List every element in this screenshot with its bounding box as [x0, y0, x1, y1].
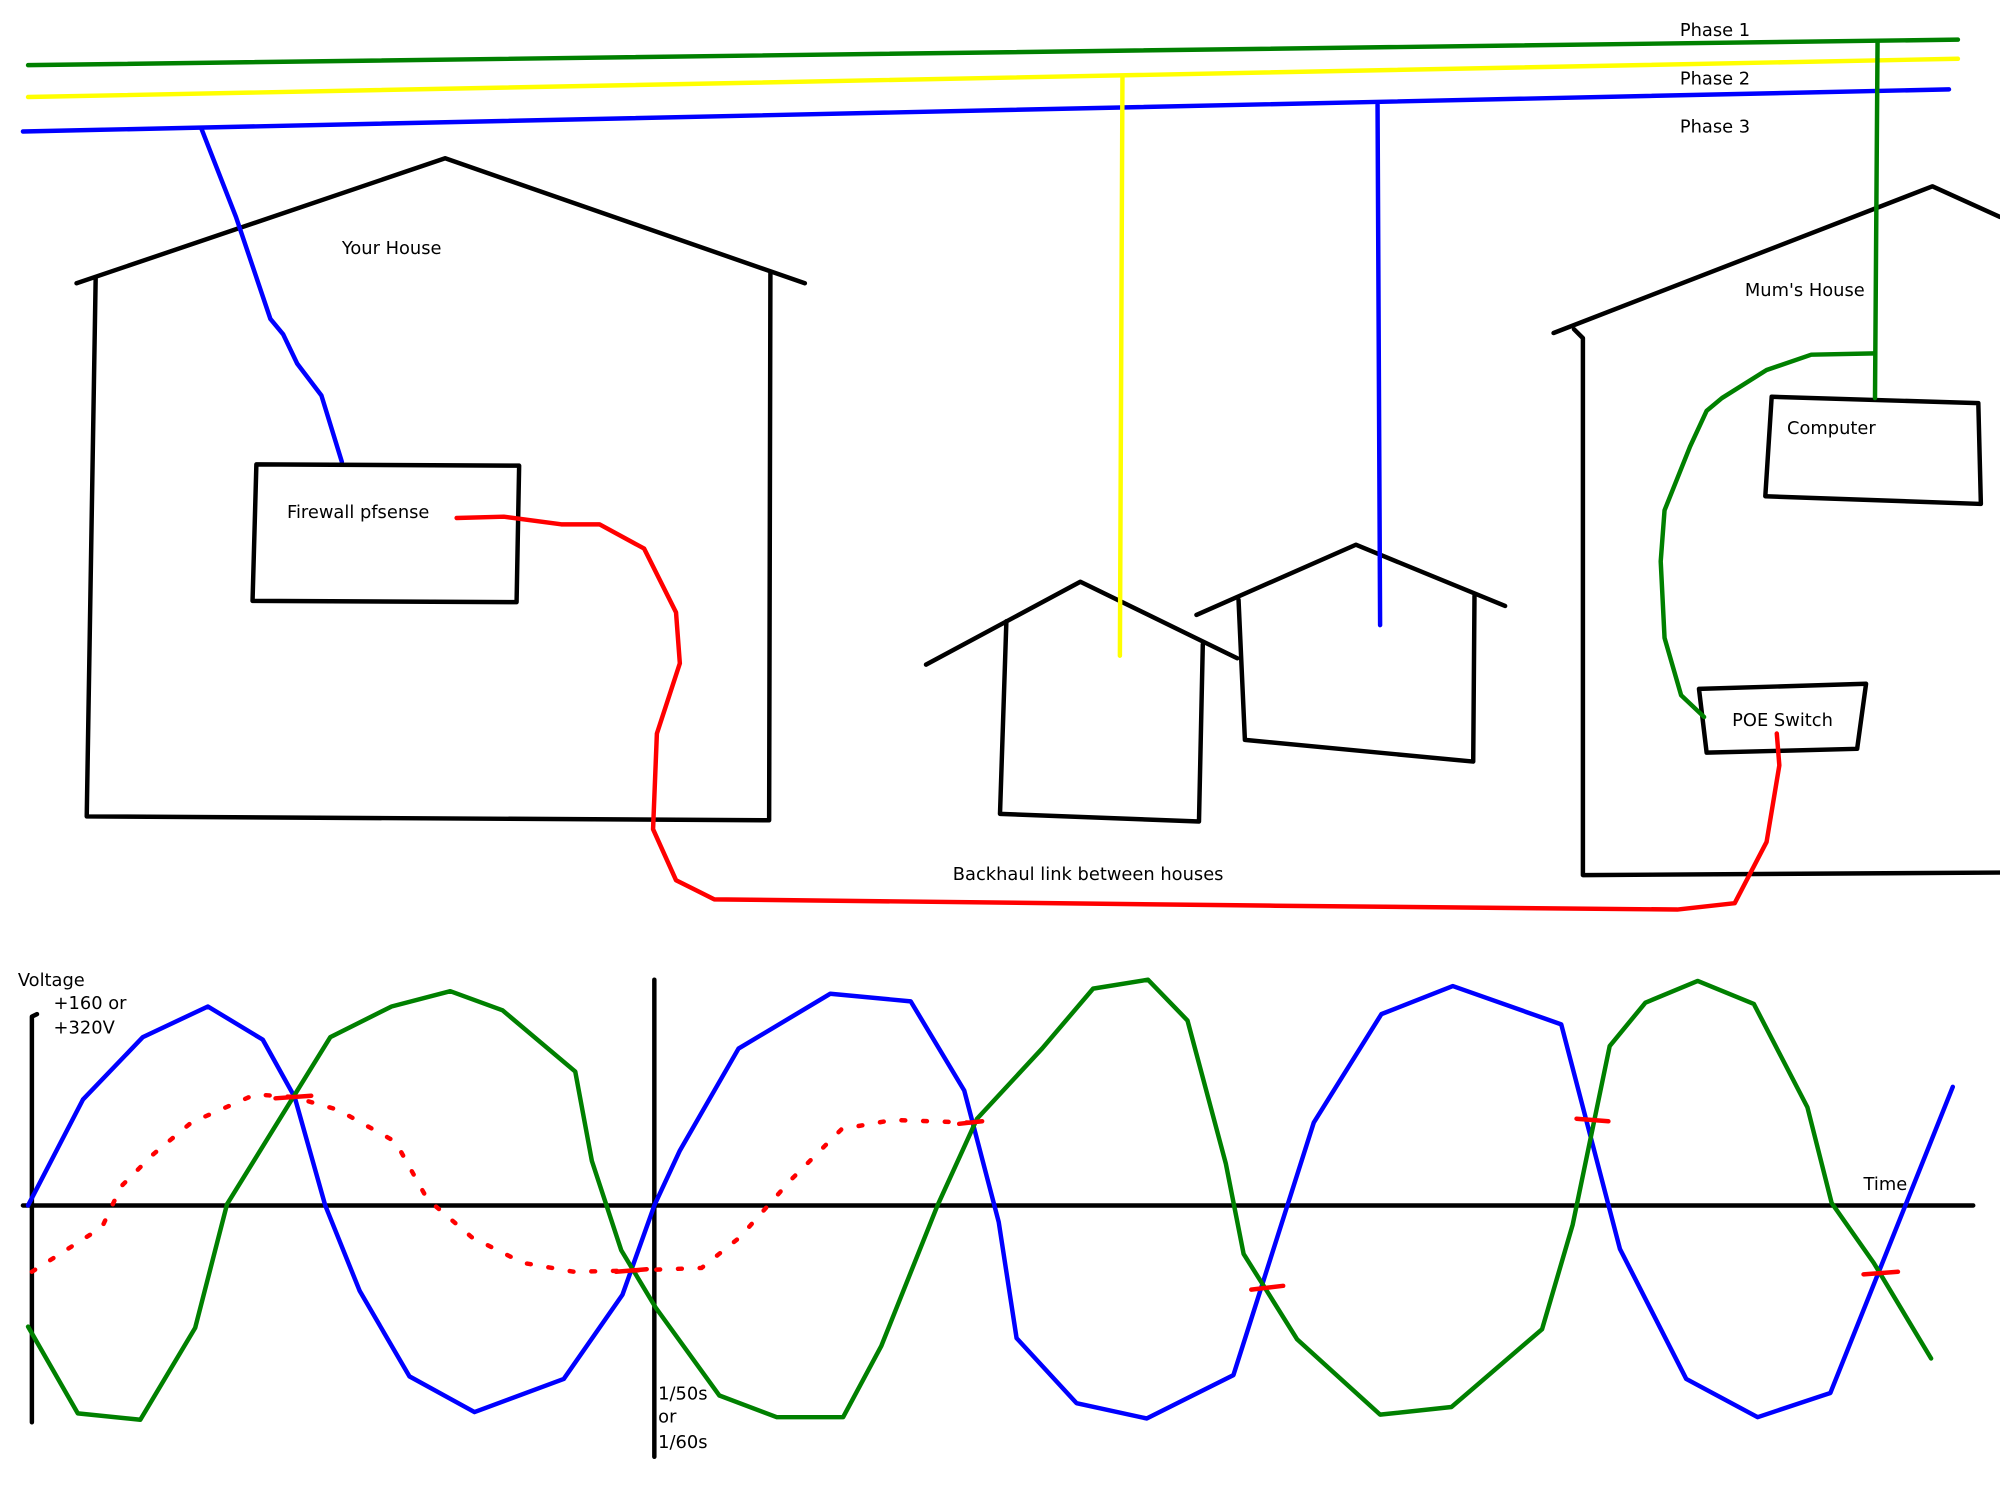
phase1-drop [1872, 39, 1880, 401]
your-house-phase3-drop [199, 126, 345, 465]
computer-to-poe-cable [1658, 351, 1878, 720]
firewall-box [250, 462, 522, 605]
neighbour-house-b-walls [1236, 593, 1477, 764]
mums-house-label: Mum's House [1745, 280, 1865, 301]
neighbour-houses [923, 74, 1508, 824]
crossing-mark [1249, 1283, 1286, 1292]
power-lines: Phase 1 Phase 2 Phase 3 [20, 20, 1961, 138]
period-label-line1: 1/50s [658, 1383, 707, 1404]
phase1-label: Phase 1 [1680, 20, 1750, 41]
crossing-mark [273, 1093, 314, 1101]
phase2-drop [1117, 74, 1125, 658]
phase2-line [25, 56, 1961, 100]
red-dotted-wave [29, 1092, 972, 1275]
your-house-label: Your House [341, 238, 442, 259]
firewall-label: Firewall pfsense [287, 502, 429, 523]
computer-label: Computer [1787, 418, 1876, 439]
backhaul-label: Backhaul link between houses [953, 864, 1224, 885]
crossing-mark [956, 1119, 985, 1127]
period-label-line3: 1/60s [658, 1432, 707, 1453]
time-axis-label: Time [1863, 1174, 1908, 1195]
phase3-drop [1375, 102, 1383, 628]
voltage-peak-line1: +160 or [54, 993, 128, 1014]
phase3-line [20, 87, 1952, 134]
computer-box [1763, 394, 1984, 507]
mums-house: Mum's House Computer POE Switch [1551, 39, 2000, 878]
crossing-mark [1861, 1269, 1901, 1277]
crossing-mark [613, 1267, 649, 1275]
neighbour-house-b-roof [1194, 542, 1508, 618]
phase1-line [25, 37, 1961, 68]
blue-phase-wave [25, 983, 1956, 1421]
mums-house-walls [1571, 326, 2000, 878]
backhaul-cable [454, 514, 1782, 912]
neighbour-house-a-roof [923, 579, 1240, 667]
poe-switch-box [1696, 681, 1869, 755]
period-label-line2: or [658, 1406, 677, 1427]
waveform-sketch: Voltage +160 or +320V Time 1/50s or 1/60… [18, 970, 1976, 1459]
phase2-label: Phase 2 [1680, 68, 1750, 89]
your-house-roof [74, 156, 808, 286]
phase3-label: Phase 3 [1680, 117, 1750, 138]
neighbour-house-a-walls [997, 619, 1206, 824]
green-phase-wave [25, 977, 1934, 1422]
your-house: Your House Firewall pfsense [74, 126, 808, 823]
voltage-axis [29, 1011, 40, 1425]
crossing-marks [273, 1093, 1901, 1292]
mums-house-roof [1551, 184, 2000, 336]
voltage-axis-label: Voltage [18, 970, 85, 991]
crossing-mark [1574, 1116, 1611, 1124]
your-house-walls [84, 269, 773, 823]
voltage-peak-line2: +320V [54, 1017, 116, 1038]
poe-switch-label: POE Switch [1732, 710, 1833, 731]
